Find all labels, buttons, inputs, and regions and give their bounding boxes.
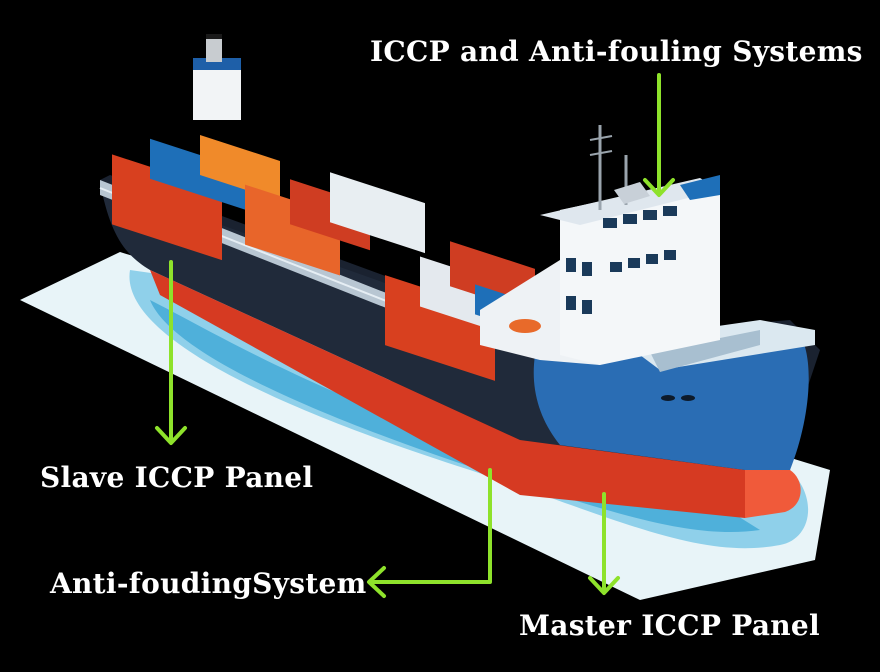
label-anti-fouling-system: Anti-foudingSystem xyxy=(50,567,367,600)
bridge-superstructure xyxy=(480,125,720,365)
arrow-slave-icc xyxy=(155,260,187,445)
arrow-anti-fouling xyxy=(367,468,492,598)
label-iccp-anti-fouling-systems: ICCP and Anti-fouling Systems xyxy=(370,35,863,68)
arrow-master-icc xyxy=(588,492,620,595)
label-master-iccp-panel: Master ICCP Panel xyxy=(519,609,820,642)
label-slave-iccp-panel: Slave ICCP Panel xyxy=(40,461,314,494)
ship-funnel xyxy=(193,34,241,120)
arrow-icc-top xyxy=(643,73,675,197)
